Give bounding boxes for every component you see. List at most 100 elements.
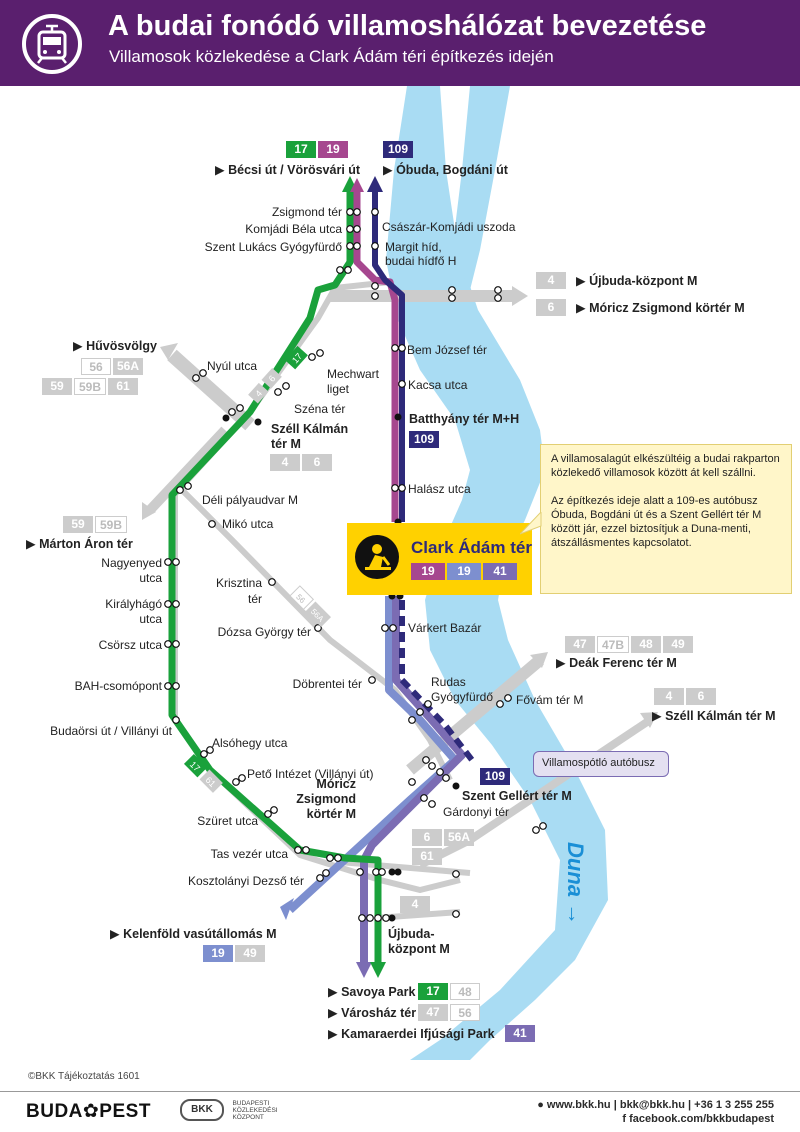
badge-49: 49: [663, 636, 694, 653]
badge-41: 41: [483, 563, 517, 580]
bkk-text-3: KÖZPONT: [232, 1113, 264, 1121]
budapest-logo: BUDA✿PEST: [26, 1100, 151, 1123]
badge-47: 47: [418, 1004, 448, 1021]
route-109: [372, 190, 405, 522]
stop-szent-lukacs: Szent Lukács Gyógyfürdő: [204, 240, 342, 254]
arrow-margit-east: [512, 286, 528, 306]
badges-marton-aron: 59 59B: [63, 516, 128, 533]
badge-48: 48: [450, 983, 480, 1000]
badge-41: 41: [505, 1025, 535, 1042]
stop-szent-gellert: Szent Gellért tér M: [462, 789, 572, 803]
stop-krisztina-1: Krisztina: [215, 576, 262, 590]
dest-savoya: ▶ Savoya Park: [328, 985, 416, 999]
arrow-109: [367, 176, 383, 192]
dest-ujbuda-kozpont: ▶ Újbuda-központ M: [576, 274, 698, 288]
dest-kelenfold: ▶ Kelenföld vasútállomás M: [110, 927, 277, 941]
stop-margit-2: budai hídfő H: [385, 254, 457, 268]
badges-moricz-lines-2: 61: [412, 848, 442, 865]
arrow-szell-se: [640, 712, 658, 728]
dest-varoshaz: ▶ Városház tér: [328, 1006, 417, 1020]
header-banner: A budai fonódó villamoshálózat bevezetés…: [0, 0, 800, 86]
stop-szell-1: Széll Kálmán: [271, 422, 349, 436]
badge-4: 4: [654, 688, 684, 705]
stop-szuret: Szüret utca: [197, 814, 258, 828]
notice-title: Clark Ádám tér: [411, 538, 532, 557]
stop-kiralyhago-2: utca: [139, 612, 162, 626]
stop-kacsa: Kacsa utca: [408, 378, 468, 392]
badges-huvosvolgy-2: 59 59B 61: [42, 378, 139, 395]
badge-61: 61: [108, 378, 139, 395]
badge-109: 109: [480, 768, 510, 785]
badges-varoshaz: 47 56: [418, 1004, 480, 1021]
route-deak: [406, 655, 544, 775]
badges-szell: 4 6: [270, 454, 332, 471]
copyright: ©BKK Tájékoztatás 1601: [28, 1071, 140, 1082]
tag-4: 4: [253, 388, 264, 398]
footer-divider: [0, 1091, 800, 1092]
arrow-17-south: [370, 962, 386, 978]
contact-line-facebook[interactable]: f facebook.com/bkkbudapest: [622, 1113, 774, 1125]
info-note: A villamosalagút elkészültéig a budai ra…: [540, 444, 792, 594]
badge-56A: 56A: [113, 358, 144, 375]
badge-6: 6: [686, 688, 716, 705]
bkk-logo-mark: BKK: [180, 1099, 224, 1121]
contact-line-web[interactable]: ● www.bkk.hu | bkk@bkk.hu | +36 1 3 255 …: [537, 1099, 774, 1111]
route-marton-aron: [146, 426, 229, 514]
stop-dobrentei: Döbrentei tér: [292, 677, 362, 691]
arrow-19-north: [350, 178, 364, 192]
badge-4: 4: [270, 454, 300, 471]
arrow-marton-aron: [142, 502, 156, 520]
notice-badges: 19 19 41: [411, 563, 517, 580]
badge-56: 56: [450, 1004, 480, 1021]
stop-nyul: Nyúl utca: [207, 359, 258, 373]
stop-bem: Bem József tér: [407, 343, 488, 357]
stop-deli: Déli pályaudvar M: [202, 493, 299, 507]
bus-callout-text: Villamospótló autóbusz: [542, 757, 655, 769]
badge-47: 47: [565, 636, 595, 653]
dest-kamaraerdei: ▶ Kamaraerdei Ifjúsági Park: [328, 1027, 495, 1041]
badge-59B: 59B: [74, 378, 107, 395]
badges-batthyany: 109: [409, 431, 439, 448]
badge-59: 59: [42, 378, 72, 395]
stop-csaszar: Császár-Komjádi uszoda: [382, 220, 516, 234]
stop-dozsa: Dózsa György tér: [217, 625, 311, 639]
stop-fovam: Fővám tér M: [516, 693, 584, 707]
dest-marton-aron: ▶ Márton Áron tér: [26, 537, 133, 551]
stop-varkert: Várkert Bazár: [408, 621, 482, 635]
bkk-text-2: KÖZLEKEDÉSI: [232, 1106, 278, 1114]
stop-kosztolanyi: Kosztolányi Dezső tér: [187, 874, 304, 888]
badges-savoya: 17 48: [418, 983, 480, 1000]
danube-upper-branch: [452, 86, 510, 290]
badge-6: 6: [536, 299, 566, 316]
bkk-logo: BKK BUDAPESTI KÖZLEKEDÉSI KÖZPONT: [180, 1099, 278, 1121]
clark-notice-box: Clark Ádám tér 19 19 41: [347, 523, 532, 595]
stop-nagyenyed-1: Nagyenyed: [101, 556, 162, 570]
badge-19: 19: [447, 563, 481, 580]
dest-huvosvolgy: ▶ Hűvösvölgy: [73, 339, 157, 353]
stop-peto: Pető Intézet (Villányi út): [247, 767, 374, 781]
stop-kiralyhago-1: Királyhágó: [105, 597, 162, 611]
river-label: Duna →: [563, 842, 588, 925]
badge-4: 4: [536, 272, 566, 289]
stop-rudas-2: Gyógyfürdő: [431, 690, 494, 704]
badges-kelenfold: 19 49: [203, 945, 265, 962]
badge-59B: 59B: [95, 516, 128, 533]
stop-moricz-3: körtér M: [306, 807, 356, 821]
route-109-dashed: [399, 600, 475, 762]
stop-ujbuda-1: Újbuda-: [388, 927, 435, 941]
stop-margit-1: Margit híd,: [385, 240, 442, 254]
badges-ujbuda-line: 4: [400, 896, 430, 913]
badge-109: 109: [383, 141, 413, 158]
construction-worker-icon: [355, 535, 399, 579]
badge-56A: 56A: [444, 829, 475, 846]
badges-szell-se: 4 6: [654, 688, 716, 705]
badge-47B: 47B: [597, 636, 630, 653]
badges-ujbuda: 4: [536, 272, 566, 289]
tag-17: 17: [290, 351, 304, 365]
stop-bah: BAH-csomópont: [74, 679, 162, 693]
tram-icon: [20, 12, 84, 81]
badges-obuda: 109: [383, 141, 413, 158]
stop-zsigmond: Zsigmond tér: [271, 205, 342, 219]
diag-tags-56: 56 56A: [289, 585, 331, 627]
tag-6: 6: [267, 373, 278, 383]
